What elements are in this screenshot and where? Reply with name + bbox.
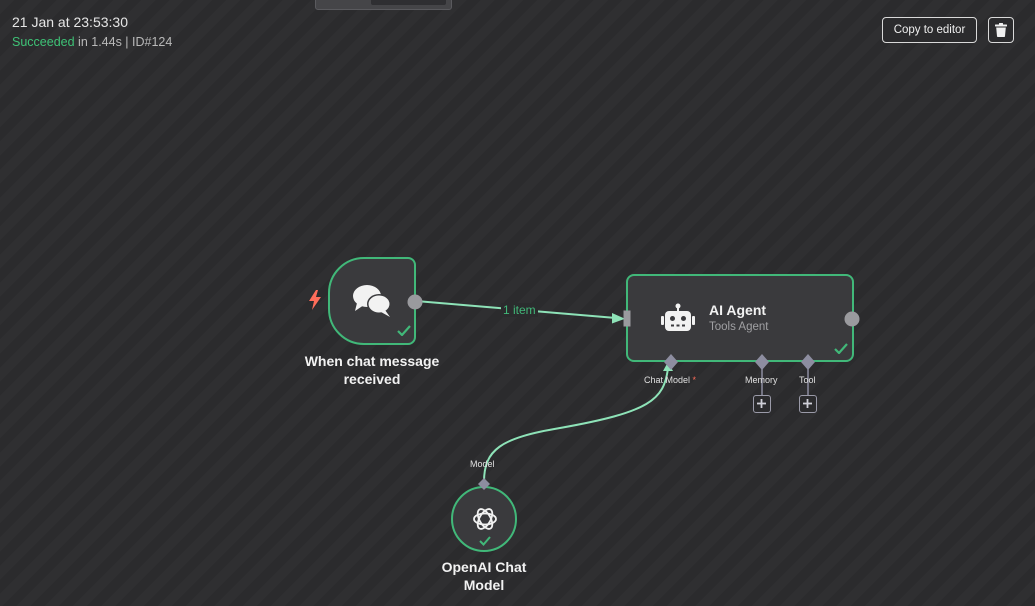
chat-model-port-label: Chat Model * [644, 375, 696, 385]
chat-trigger-label-line2: received [343, 371, 401, 387]
add-tool-button[interactable] [799, 395, 817, 413]
ai-agent-subtitle: Tools Agent [709, 321, 769, 333]
main-connection-label: 1 item [501, 303, 538, 317]
success-check-icon [397, 325, 411, 336]
trash-icon [995, 23, 1007, 37]
execution-status: Succeeded in 1.44s | ID#124 [12, 34, 172, 51]
openai-logo-icon [473, 508, 497, 530]
tool-port[interactable] [799, 353, 817, 371]
delete-execution-button[interactable] [988, 17, 1014, 43]
execution-info: 21 Jan at 23:53:30 Succeeded in 1.44s | … [12, 13, 172, 51]
model-port-label: Model [470, 459, 495, 469]
status-succeeded: Succeeded [12, 35, 75, 49]
chat-model-port[interactable] [662, 353, 680, 371]
success-check-icon [834, 343, 848, 354]
execution-timestamp: 21 Jan at 23:53:30 [12, 14, 128, 30]
agent-input-port[interactable] [623, 310, 632, 327]
openai-chat-model-node[interactable] [451, 486, 517, 552]
chat-model-label-text: Chat Model [644, 375, 691, 385]
openai-label-line1: OpenAI Chat [441, 559, 527, 575]
chat-bubbles-icon [353, 285, 391, 317]
success-check-icon [479, 536, 491, 546]
agent-output-port[interactable] [843, 310, 861, 328]
tool-port-label: Tool [799, 375, 816, 385]
trigger-output-port[interactable] [406, 293, 424, 311]
copy-to-editor-button[interactable]: Copy to editor [882, 17, 977, 43]
openai-label-line2: Model [463, 577, 505, 593]
add-memory-button[interactable] [753, 395, 771, 413]
trigger-bolt-icon [308, 290, 322, 315]
top-panel-tab[interactable] [315, 0, 452, 10]
memory-port-label: Memory [745, 375, 778, 385]
chat-trigger-label: When chat message received [290, 352, 454, 388]
ai-agent-title: AI Agent [709, 302, 767, 318]
execution-details: in 1.44s | ID#124 [74, 35, 173, 49]
chat-trigger-label-line1: When chat message [304, 353, 440, 369]
main-connection-arrow [612, 313, 625, 324]
openai-chat-model-label: OpenAI Chat Model [420, 558, 548, 594]
chat-trigger-node[interactable] [328, 257, 416, 345]
model-connection-line[interactable] [483, 367, 669, 483]
top-panel-tab-inner [371, 0, 446, 5]
memory-port[interactable] [753, 353, 771, 371]
robot-icon [661, 303, 695, 331]
plus-icon [803, 399, 812, 408]
required-mark: * [692, 375, 697, 385]
openai-output-port[interactable] [477, 477, 491, 491]
plus-icon [757, 399, 766, 408]
